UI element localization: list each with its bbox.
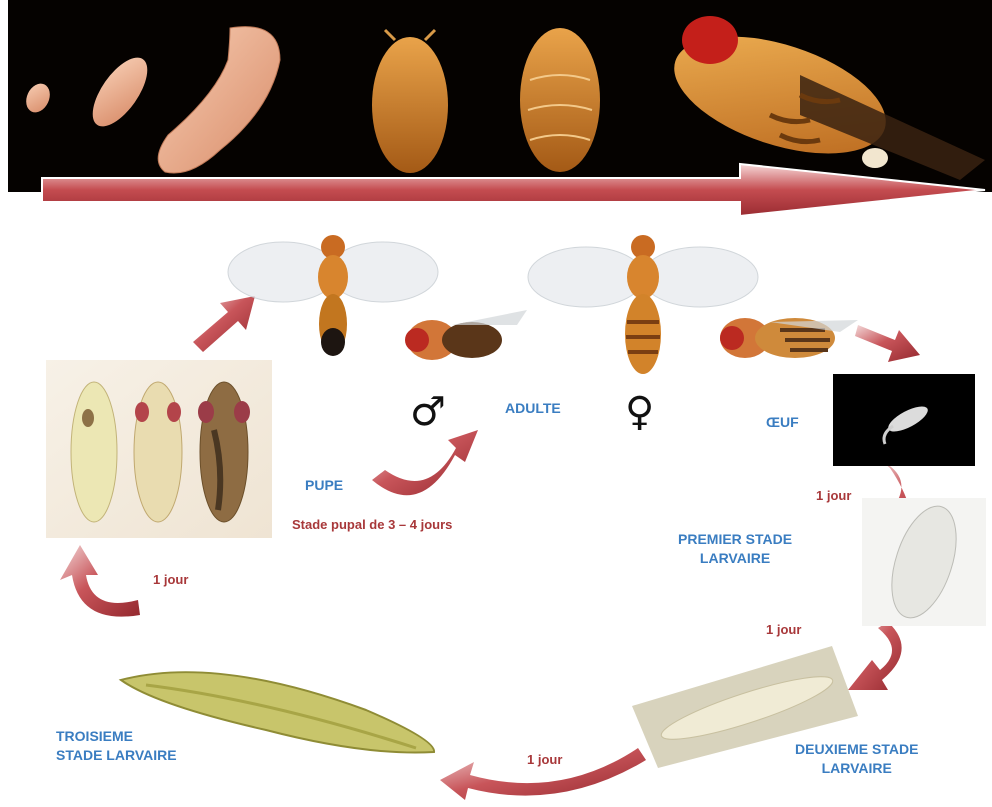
third-larva-label: TROISIEME STADE LARVAIRE xyxy=(56,727,177,765)
first-to-second-larva-duration: 1 jour xyxy=(766,622,801,638)
first-larva-label: PREMIER STADE LARVAIRE xyxy=(678,530,792,568)
female-fly-lateral xyxy=(710,300,860,370)
third-larva-to-pupa-duration: 1 jour xyxy=(153,572,188,588)
female-symbol: ♀ xyxy=(625,392,654,432)
egg-to-first-larva-duration: 1 jour xyxy=(816,488,851,504)
egg-photo xyxy=(833,374,975,466)
second-larva-label: DEUXIEME STADE LARVAIRE xyxy=(795,740,918,778)
pupae-photo xyxy=(46,360,272,538)
arrow-to-egg xyxy=(855,325,920,362)
adult-label: ADULTE xyxy=(505,399,561,418)
arrow-third-larva-to-pupa xyxy=(60,545,140,617)
first-larva-photo xyxy=(862,498,986,626)
arrow-pupa-to-adult xyxy=(372,430,478,495)
second-to-third-larva-duration: 1 jour xyxy=(527,752,562,768)
male-symbol: ♂ xyxy=(410,392,446,432)
egg-label: ŒUF xyxy=(766,413,799,432)
pupa-label: PUPE xyxy=(305,476,343,495)
male-fly-lateral xyxy=(392,300,532,370)
pupal-stage-duration: Stade pupal de 3 – 4 jours xyxy=(292,517,452,533)
